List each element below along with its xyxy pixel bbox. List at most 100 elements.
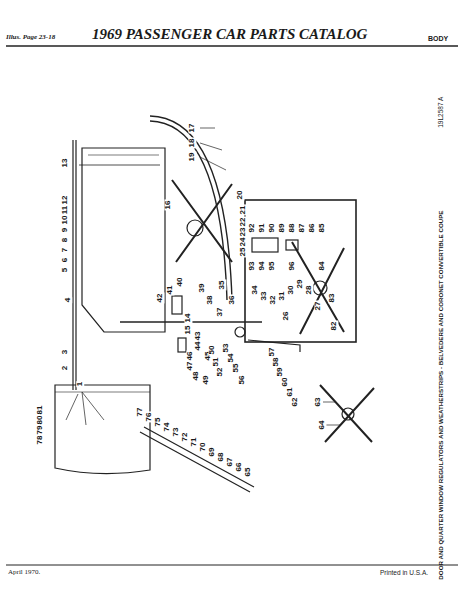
callout-number: 20 xyxy=(236,190,244,201)
callout-number: 69 xyxy=(208,447,216,458)
regulator-gear xyxy=(342,408,354,420)
callout-number: 38 xyxy=(206,295,214,306)
callout-number: 8 xyxy=(61,237,69,243)
inset-gear xyxy=(313,281,327,295)
callout-number: 6 xyxy=(61,257,69,263)
callout-number: 48 xyxy=(192,371,200,382)
callout-number: 71 xyxy=(190,437,198,448)
callout-number: 93 xyxy=(248,261,256,272)
drawing-code: 19L2587 A xyxy=(438,96,445,127)
callout-number: 83 xyxy=(328,293,336,304)
inset-frame xyxy=(245,200,356,342)
callout-number: 40 xyxy=(176,277,184,288)
callout-number: 87 xyxy=(298,223,306,234)
escutcheon xyxy=(235,327,245,337)
callout-number: 84 xyxy=(318,261,326,272)
callout-number: 32 xyxy=(269,295,277,306)
callout-number: 42 xyxy=(156,293,164,304)
glass-edge xyxy=(88,155,159,156)
callout-number: 72 xyxy=(181,432,189,443)
callout-number: 79 xyxy=(36,425,44,436)
callout-number: 55 xyxy=(232,363,240,374)
callout-number: 76 xyxy=(145,412,153,423)
print-date: April 1970. xyxy=(8,569,40,576)
callout-number: 21 xyxy=(239,205,247,216)
callout-number: 31 xyxy=(278,291,286,302)
callout-number: 35 xyxy=(218,280,226,291)
callout-number: 81 xyxy=(36,405,44,416)
door-glass xyxy=(82,148,165,332)
callout-number: 39 xyxy=(198,283,206,294)
callout-number: 18 xyxy=(188,138,196,149)
callout-number: 50 xyxy=(208,345,216,356)
page-reference: Illus. Page 23-18 xyxy=(6,34,55,41)
callout-number: 9 xyxy=(61,227,69,233)
regulator-arm xyxy=(172,180,232,262)
callout-number: 30 xyxy=(287,285,295,296)
inset-part xyxy=(286,240,298,250)
callout-number: 37 xyxy=(216,307,224,318)
callout-number: 13 xyxy=(61,158,69,169)
callout-number: 2 xyxy=(61,365,69,371)
callout-number: 64 xyxy=(318,420,326,431)
callout-number: 4 xyxy=(64,297,72,303)
callout-number: 12 xyxy=(61,195,69,206)
callout-number: 82 xyxy=(330,321,338,332)
arc-weatherstrip xyxy=(150,116,232,300)
callout-number: 52 xyxy=(216,367,224,378)
handle-part xyxy=(172,296,182,314)
callout-number: 70 xyxy=(199,442,207,453)
callout-number: 88 xyxy=(288,223,296,234)
callout-number: 28 xyxy=(305,285,313,296)
callout-number: 41 xyxy=(166,285,174,296)
glass-edge xyxy=(55,392,150,393)
callout-number: 26 xyxy=(282,311,290,322)
callout-number: 27 xyxy=(314,301,322,312)
callout-number: 67 xyxy=(226,457,234,468)
callout-number: 65 xyxy=(244,467,252,478)
handle-part xyxy=(178,338,186,352)
callout-number: 49 xyxy=(202,375,210,386)
callout-number: 62 xyxy=(291,397,299,408)
callout-number: 10 xyxy=(61,215,69,226)
callout-number: 7 xyxy=(61,247,69,253)
figure-caption: DOOR AND QUARTER WINDOW REGULATORS AND W… xyxy=(438,211,444,580)
callout-number: 95 xyxy=(268,261,276,272)
callout-number: 73 xyxy=(172,427,180,438)
quarter-regulator xyxy=(320,385,374,442)
leader-line xyxy=(200,128,226,170)
callout-number: 85 xyxy=(318,223,326,234)
regulator-gear xyxy=(187,220,203,236)
callout-number: 5 xyxy=(61,267,69,273)
callout-number: 66 xyxy=(235,462,243,473)
section-name: BODY xyxy=(428,35,448,42)
callout-number: 96 xyxy=(288,261,296,272)
inset-regulator xyxy=(292,242,344,334)
callout-number: 74 xyxy=(163,422,171,433)
callout-number: 80 xyxy=(36,415,44,426)
callout-number: 90 xyxy=(268,223,276,234)
callout-number: 56 xyxy=(238,375,246,386)
callout-number: 91 xyxy=(258,223,266,234)
callout-number: 77 xyxy=(136,407,144,418)
callout-number: 92 xyxy=(248,223,256,234)
callout-number: 36 xyxy=(228,295,236,306)
callout-number: 33 xyxy=(260,291,268,302)
weatherstrip xyxy=(79,165,160,166)
callout-number: 94 xyxy=(258,261,266,272)
header-rule xyxy=(6,45,458,47)
print-note: Printed in U.S.A. xyxy=(380,570,428,577)
callout-number: 68 xyxy=(217,452,225,463)
callout-number: 29 xyxy=(296,279,304,290)
callout-number: 1 xyxy=(76,381,84,387)
quarter-glass xyxy=(55,385,150,474)
callout-number: 89 xyxy=(278,223,286,234)
callout-number: 3 xyxy=(61,349,69,355)
callout-number: 11 xyxy=(61,205,69,215)
callout-number: 44 xyxy=(194,341,202,352)
footer-rule xyxy=(6,565,458,566)
callout-number: 25 xyxy=(239,247,247,258)
callout-number: 14 xyxy=(184,313,192,324)
callout-number: 75 xyxy=(154,417,162,428)
